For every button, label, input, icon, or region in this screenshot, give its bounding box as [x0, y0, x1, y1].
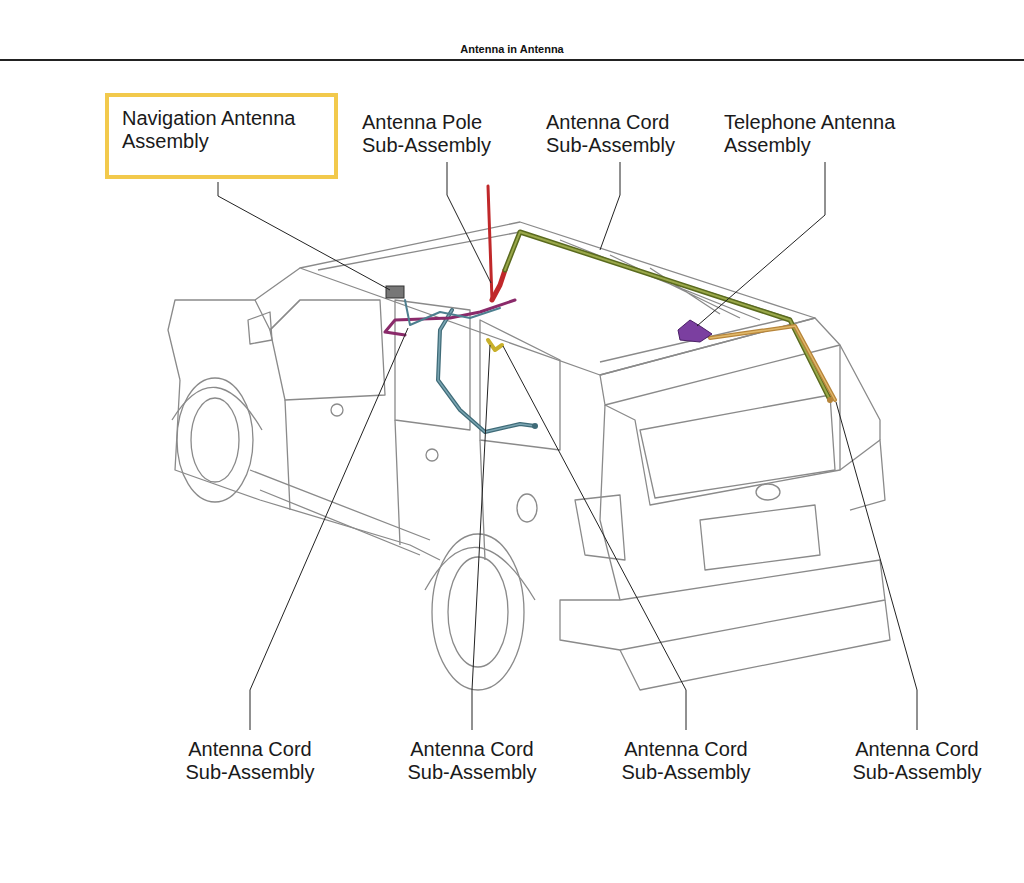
leader-lines: [218, 162, 917, 730]
highlight-box: Navigation Antenna Assembly: [105, 93, 338, 179]
vehicle-outline: [168, 222, 890, 690]
part-name: Telephone Antenna Assembly: [724, 111, 914, 157]
antenna-parts: [386, 286, 833, 429]
part-name: Antenna Cord Sub-Assembly: [601, 738, 771, 784]
part-name: Antenna Cord Sub-Assembly: [832, 738, 1002, 784]
part-name: Antenna Cord Sub-Assembly: [165, 738, 335, 784]
part-name: Navigation Antenna Assembly: [122, 107, 321, 153]
part-name: Antenna Cord Sub-Assembly: [387, 738, 557, 784]
diagram-title: Antenna in Antenna: [312, 43, 712, 55]
part-name: Antenna Cord Sub-Assembly: [546, 111, 701, 157]
title-rule: [0, 59, 1024, 61]
part-name: Antenna Pole Sub-Assembly: [362, 111, 517, 157]
